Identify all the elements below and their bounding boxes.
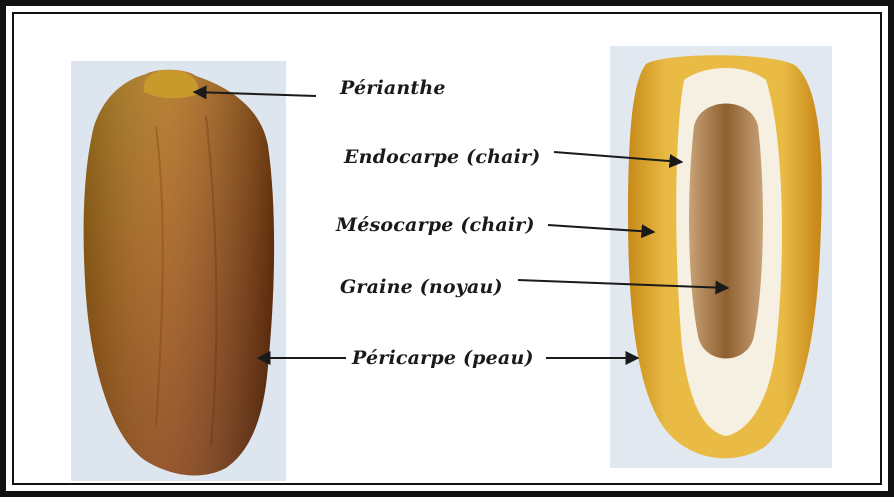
- label-graine: Graine (noyau): [340, 276, 503, 298]
- cut-date-photo: [610, 46, 832, 468]
- label-mesocarpe: Mésocarpe (chair): [336, 214, 535, 236]
- label-pericarpe: Péricarpe (peau): [352, 347, 534, 369]
- label-endocarpe: Endocarpe (chair): [344, 146, 540, 168]
- label-perianthe: Périanthe: [340, 77, 446, 99]
- date-fruit-diagram: [6, 6, 894, 503]
- whole-date-photo: [71, 61, 286, 481]
- seed: [689, 104, 763, 359]
